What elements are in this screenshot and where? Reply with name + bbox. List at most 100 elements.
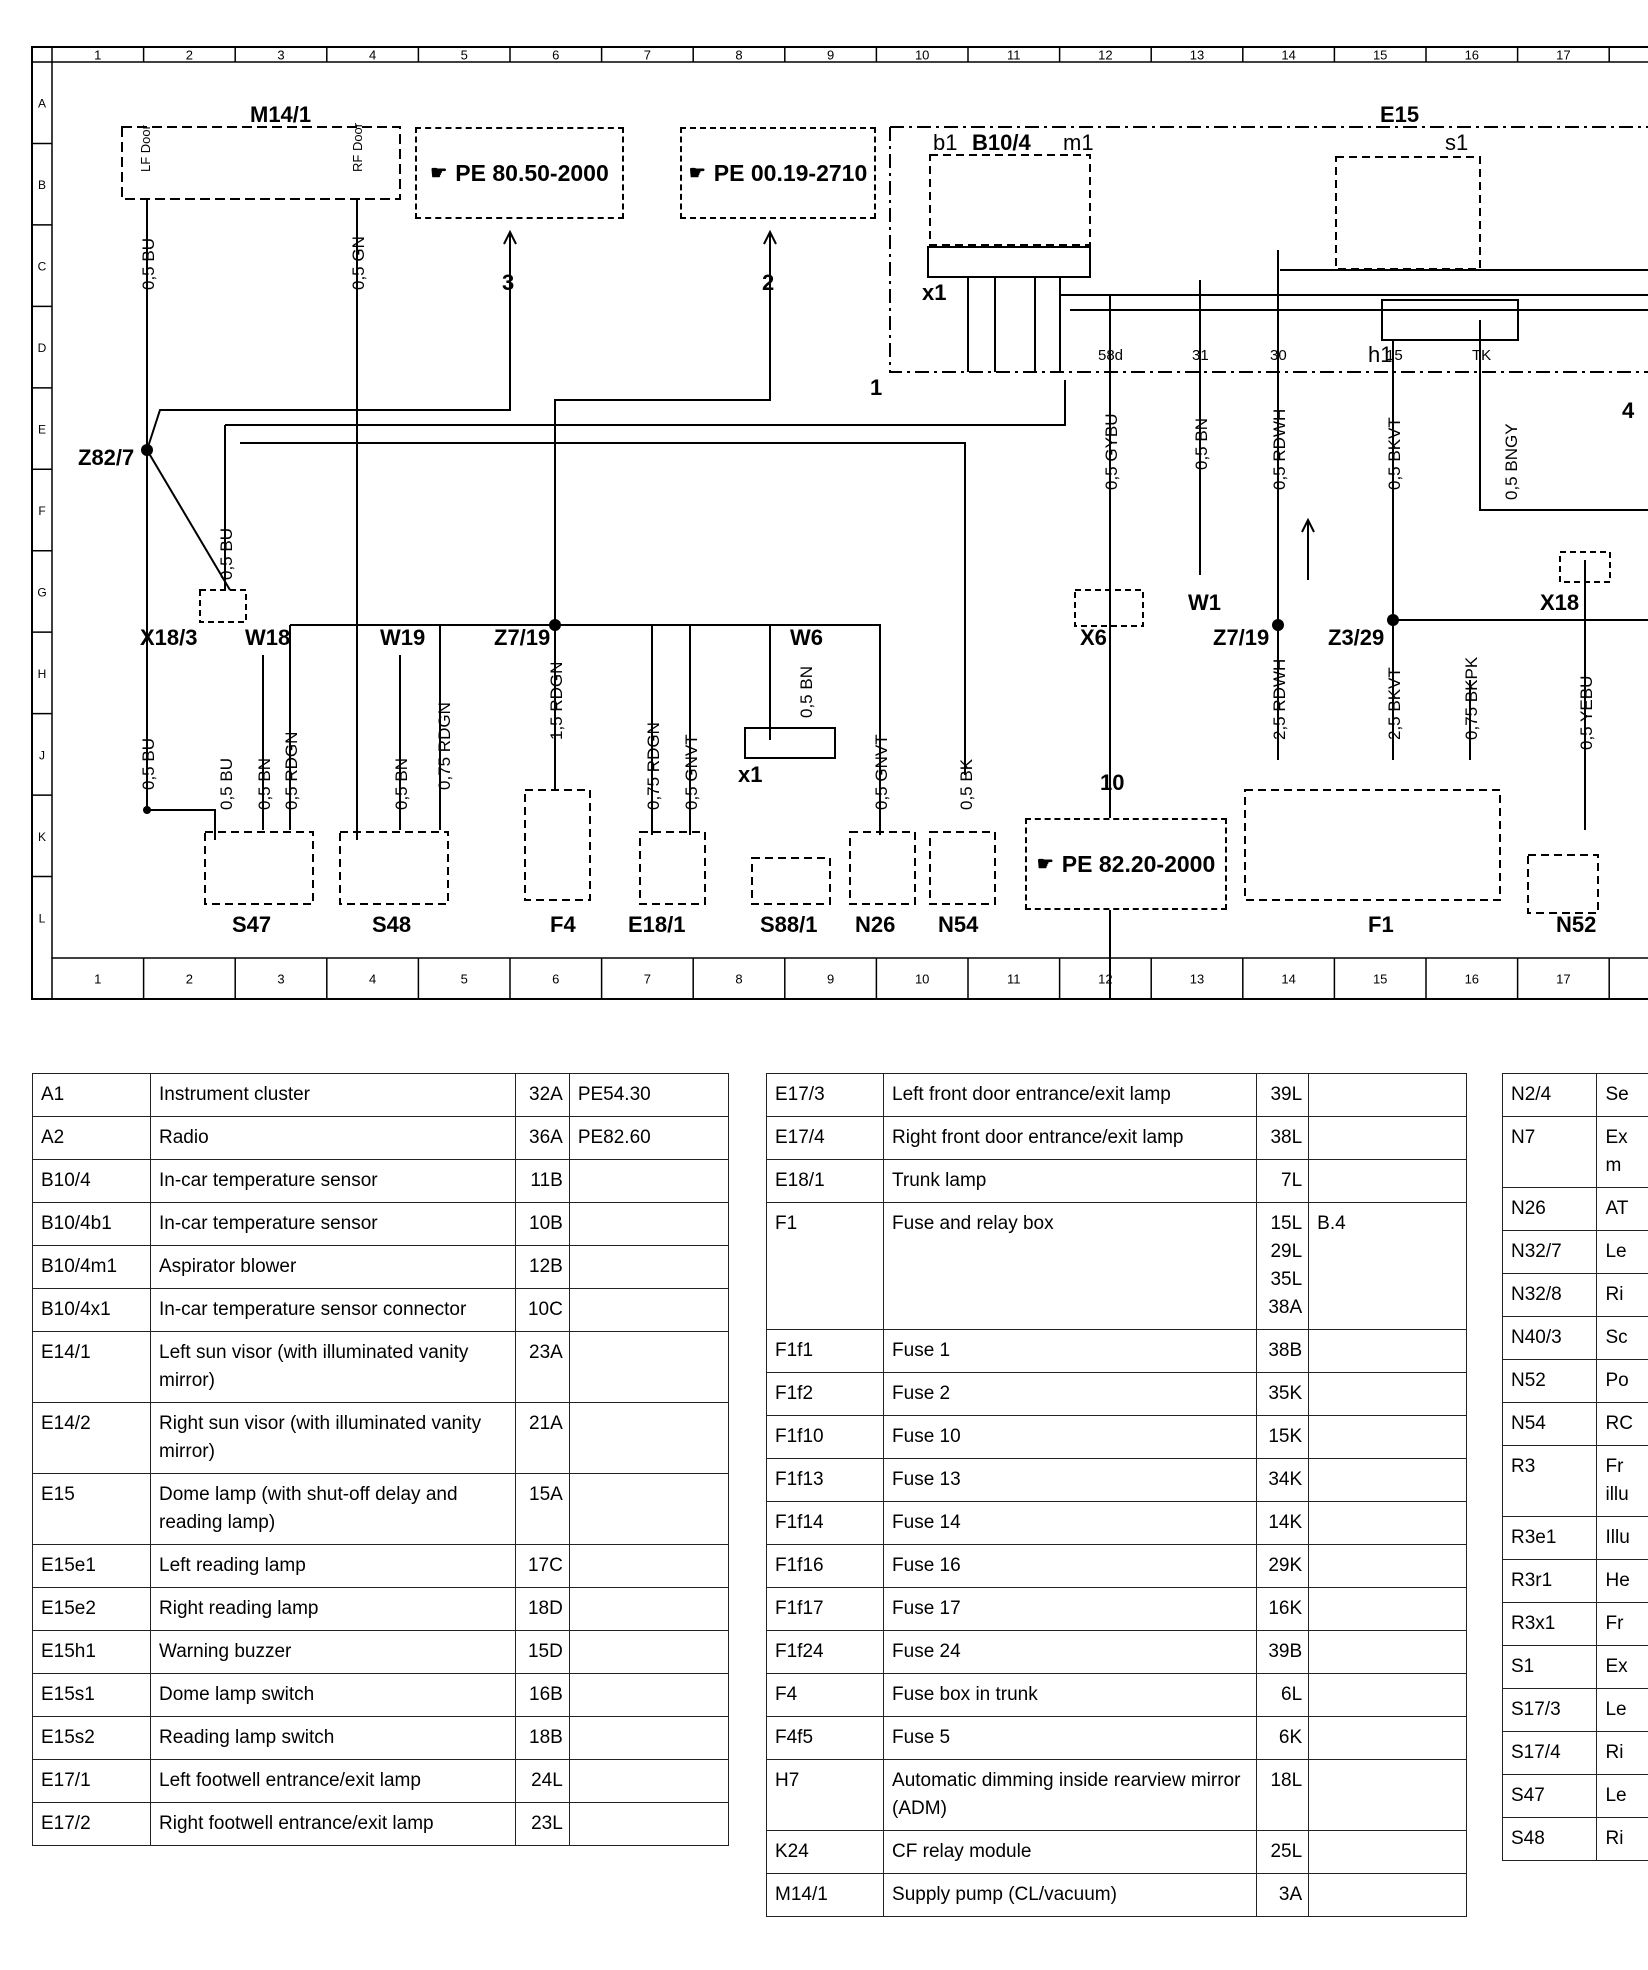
wire-label-bngy: 0,5 BNGY: [1502, 423, 1521, 500]
legend-cell-desc: Right sun visor (with illuminated vanity…: [150, 1402, 516, 1474]
grid-column-label: 6: [552, 48, 559, 63]
legend-cell-desc: CF relay module: [883, 1830, 1257, 1874]
x1-connector-w6: [744, 727, 836, 759]
grid-row-label: J: [39, 748, 45, 762]
legend-cell-loc: 7L: [1255, 1159, 1310, 1203]
legend-cell-code: H7: [765, 1759, 885, 1831]
legend-cell-code: B10/4m1: [32, 1245, 151, 1289]
legend-cell-code: A1: [32, 1073, 151, 1117]
legend-cell-code: R3e1: [1502, 1516, 1598, 1560]
legend-cell-code: F1f16: [765, 1544, 885, 1588]
arrow-3: [503, 229, 517, 262]
grid-column-label: 7: [644, 48, 651, 63]
grid-column-label: 2: [186, 48, 193, 63]
legend-cell-code: S1: [1502, 1645, 1598, 1689]
wire-label-bkpk-f1: 0,75 BKPK: [1462, 656, 1481, 740]
legend-cell-ref: [1308, 1116, 1467, 1160]
b10-4-box: [929, 154, 1091, 246]
grid-column-label: 3: [277, 48, 284, 63]
label-x6: X6: [1080, 625, 1107, 650]
grid-row-label: B: [38, 178, 46, 192]
legend-cell-code: E15e2: [32, 1587, 151, 1631]
grid-column-label: 3: [277, 972, 284, 987]
legend-cell-loc: 35K: [1255, 1372, 1310, 1416]
legend-cell-desc: Trunk lamp: [883, 1159, 1257, 1203]
legend-cell-code: N32/7: [1502, 1230, 1598, 1274]
legend-cell-loc: 15D: [514, 1630, 570, 1674]
page-ref-pe-82-20[interactable]: ☛PE 82.20-2000: [1025, 818, 1227, 910]
n52-box: [1527, 854, 1599, 914]
legend-cell-desc: Left reading lamp: [150, 1544, 516, 1588]
page-ref-pe-00-19[interactable]: ☛PE 00.19-2710: [680, 127, 876, 219]
grid-column-label: 10: [915, 48, 929, 63]
diagram-frame: [31, 46, 1648, 1000]
legend-cell-loc: 39L: [1255, 1073, 1310, 1117]
legend-cell-desc: Aspirator blower: [150, 1245, 516, 1289]
legend-cell-code: K24: [765, 1830, 885, 1874]
legend-cell-loc: 12B: [514, 1245, 570, 1289]
wire-lines: [121, 126, 1648, 1000]
legend-cell-desc: Fr: [1596, 1602, 1648, 1646]
legend-cell-loc: 23A: [514, 1331, 570, 1403]
wire-label-gybu: 0,5 GYBU: [1102, 413, 1121, 490]
legend-cell-desc: Right footwell entrance/exit lamp: [150, 1802, 516, 1846]
legend-cell-loc: 32A: [514, 1073, 570, 1117]
legend-cell-loc: 24L: [514, 1759, 570, 1803]
legend-cell-desc: Le: [1596, 1774, 1648, 1818]
pin-58d: 58d: [1098, 347, 1123, 364]
node-z3-29: [1387, 614, 1399, 626]
legend-cell-desc: Supply pump (CL/vacuum): [883, 1873, 1257, 1917]
arrow-2: [763, 229, 777, 262]
legend-cell-code: M14/1: [765, 1873, 885, 1917]
legend-cell-loc: 16K: [1255, 1587, 1310, 1631]
label-b10-4: B10/4: [972, 130, 1031, 155]
legend-cell-ref: [568, 1473, 730, 1545]
legend-cell-code: F4f5: [765, 1716, 885, 1760]
node-z7-19-right: [1272, 619, 1284, 631]
legend-cell-loc: 15L 29L 35L 38A: [1255, 1202, 1310, 1330]
label-w6: W6: [790, 625, 823, 650]
grid-column-label: 8: [735, 972, 742, 987]
wire-label-rdwh: 0,5 RDWH: [1270, 409, 1289, 490]
grid-column-label: 13: [1190, 972, 1204, 987]
legend-cell-loc: 10B: [514, 1202, 570, 1246]
legend-cell-loc: 17C: [514, 1544, 570, 1588]
x1-connector-e15: [927, 246, 1091, 278]
grid-column-label: 17: [1556, 972, 1570, 987]
legend-cell-loc: 18L: [1255, 1759, 1310, 1831]
legend-cell-loc: 15A: [514, 1473, 570, 1545]
label-s1: s1: [1445, 130, 1468, 155]
legend-cell-desc: Se: [1596, 1073, 1648, 1117]
legend-cell-desc: Fuse 1: [883, 1329, 1257, 1373]
legend-cell-ref: [1308, 1458, 1467, 1502]
grid-column-label: 15: [1373, 972, 1387, 987]
legend-cell-loc: 18B: [514, 1716, 570, 1760]
page-ref-pe-80-50[interactable]: ☛PE 80.50-2000: [415, 127, 624, 219]
legend-cell-loc: 29K: [1255, 1544, 1310, 1588]
legend-cell-ref: [568, 1544, 730, 1588]
legend-cell-ref: [1308, 1544, 1467, 1588]
legend-cell-desc: Fuse 16: [883, 1544, 1257, 1588]
legend-cell-code: A2: [32, 1116, 151, 1160]
legend-cell-ref: [1308, 1501, 1467, 1545]
legend-cell-code: E15e1: [32, 1544, 151, 1588]
legend-cell-desc: Fuse 17: [883, 1587, 1257, 1631]
legend-cell-loc: 23L: [514, 1802, 570, 1846]
